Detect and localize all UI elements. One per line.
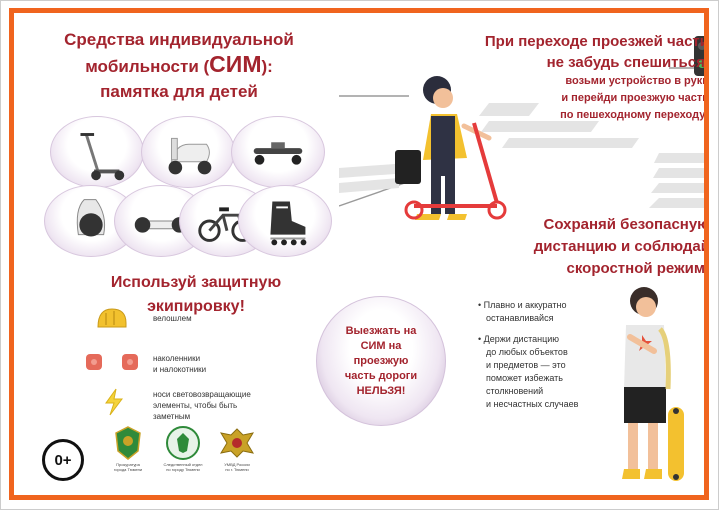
poster: Средства индивидуальной мобильности (СИМ… [9, 8, 709, 500]
prosecutor-crest-icon [115, 426, 141, 460]
protection-item-text: носи световозвращающие элементы, чтобы б… [153, 389, 251, 422]
crest-caption-line: Прокуратура [116, 462, 140, 467]
sim-abbreviation: СИМ [209, 51, 262, 77]
tip-line: • Держи дистанцию [478, 334, 560, 344]
monowheel-icon [76, 199, 106, 237]
warning-line: проезжую [353, 354, 409, 367]
protection-heading: Используй защитную экипировку! [86, 271, 306, 319]
girl-with-scooter-illustration [395, 76, 507, 220]
reflector-icon [105, 388, 123, 416]
protection-item-line: элементы, чтобы быть [153, 401, 238, 410]
title-text: ): [261, 57, 273, 76]
crest-caption-line: по г. Тюмени [225, 467, 249, 472]
tip: • Плавно и аккуратно останавливайся [478, 299, 628, 325]
crossing-line: и перейди проезжую часть [561, 92, 709, 104]
crossing-line: не забудь спешиться, [546, 54, 709, 71]
crossing-line: по пешеходному переходу! [560, 109, 709, 121]
warning-line: часть дороги [344, 369, 418, 382]
police-crest-icon [219, 428, 255, 458]
crest-caption: УМВД России по г. Тюмени [211, 462, 263, 472]
crossing-line: возьми устройство в руки [565, 75, 709, 87]
title-line: Средства индивидуальной [64, 30, 294, 49]
protection-heading-line: Используй защитную [110, 274, 282, 291]
title-line: мобильности (СИМ): [34, 52, 324, 79]
device-roller-skate [238, 185, 332, 257]
crest-caption-line: города Тюмени [113, 467, 143, 472]
crossing-line: При переходе проезжей части [484, 33, 709, 50]
device-kick-scooter [50, 116, 144, 188]
helmet-icon [97, 308, 127, 328]
title-line: памятка для детей [100, 82, 258, 101]
kick-scooter-icon [80, 133, 125, 181]
device-moped [141, 116, 235, 188]
tip-line: и несчастных случаев [486, 399, 579, 409]
crest-caption: Прокуратура города Тюмени [102, 462, 154, 472]
roller-skate-icon [270, 201, 307, 246]
safety-tips: • Плавно и аккуратно останавливайся • Де… [478, 299, 628, 419]
tip-line: и предметов — это [486, 360, 566, 370]
crest-caption-line: Следственный отдел [163, 462, 203, 467]
distance-line: скоростной режим! [566, 260, 709, 277]
no-roadway-warning: Выезжать на СИМ на проезжую часть дороги… [316, 296, 446, 426]
age-rating-badge: 0+ [42, 439, 84, 481]
protection-heading-line: экипировку! [147, 298, 245, 315]
crosswalk-scene [339, 36, 704, 220]
investigative-committee-crest-icon [166, 426, 200, 460]
tip-line: до любых объектов [486, 347, 568, 357]
warning-line: НЕЛЬЗЯ! [356, 384, 406, 397]
poster-title: Средства индивидуальной мобильности (СИМ… [34, 27, 324, 104]
crest-caption-line: по городу Тюмени [166, 467, 200, 472]
electric-skateboard-icon [253, 142, 303, 165]
moped-icon [168, 137, 212, 175]
tip-line: останавливайся [486, 313, 554, 323]
crest-caption-line: УМВД России [224, 462, 250, 467]
protection-item-line: велошлем [153, 314, 192, 323]
distance-line: Сохраняй безопасную [543, 216, 709, 233]
traffic-light-icon [694, 36, 704, 76]
device-electric-skateboard [231, 116, 325, 188]
tip: • Держи дистанцию до любых объектов и пр… [478, 333, 628, 411]
protection-item-text: велошлем [153, 313, 192, 324]
distance-line: дистанцию и соблюдай [533, 238, 709, 255]
crossing-rule: При переходе проезжей части не забудь сп… [419, 31, 709, 124]
device-monowheel [44, 185, 138, 257]
crest-caption: Следственный отдел по городу Тюмени [157, 462, 209, 472]
tip-line: столкновений [486, 386, 544, 396]
title-text: мобильности ( [85, 57, 210, 76]
protection-item-line: и налокотники [153, 365, 207, 374]
protection-item-text: наколенники и налокотники [153, 353, 206, 375]
tip-line: • Плавно и аккуратно [478, 300, 567, 310]
warning-line: Выезжать на [345, 324, 417, 337]
warning-line: СИМ на [360, 339, 402, 352]
knee-pads-icon [86, 354, 138, 370]
tip-line: поможет избежать [486, 373, 563, 383]
protection-item-line: носи световозвращающие [153, 390, 251, 399]
protection-item-line: заметным [153, 412, 191, 421]
distance-rule: Сохраняй безопасную дистанцию и соблюдай… [476, 214, 709, 280]
protection-item-line: наколенники [153, 354, 201, 363]
boy-with-skateboard-illustration [622, 287, 684, 481]
